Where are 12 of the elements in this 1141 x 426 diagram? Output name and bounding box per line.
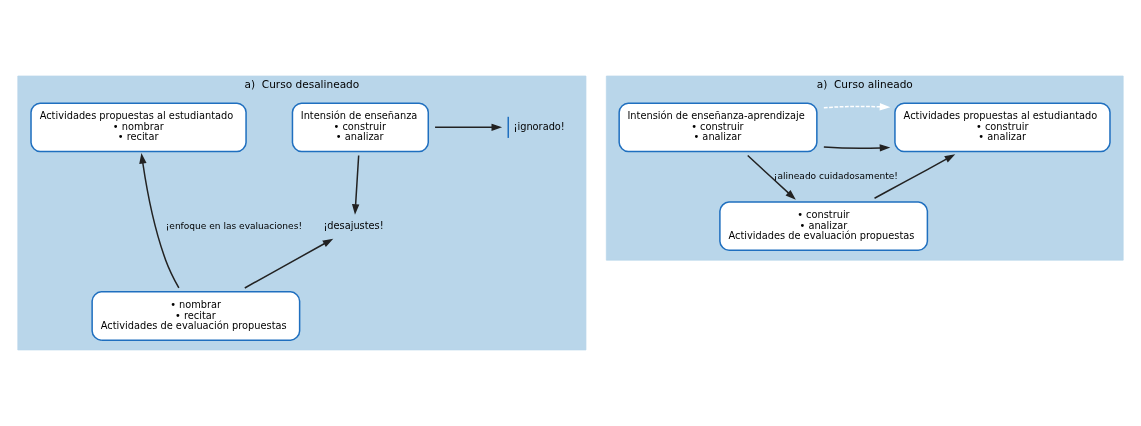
- node-text: ¡desajustes!: [323, 219, 384, 231]
- arrow: [434, 123, 503, 132]
- node-text: ¡ignorado!: [513, 120, 565, 132]
- edge-label: ¡enfoque en las evaluaciones!: [165, 220, 303, 231]
- arrow: [823, 103, 891, 111]
- edge-label: ¡alineado cuidadosamente!: [773, 171, 898, 182]
- arrow: [139, 153, 180, 289]
- arrow: [351, 154, 360, 215]
- arrow: [873, 154, 956, 199]
- arrow: [746, 154, 796, 200]
- arrow: [244, 238, 334, 289]
- arrow: [823, 144, 891, 152]
